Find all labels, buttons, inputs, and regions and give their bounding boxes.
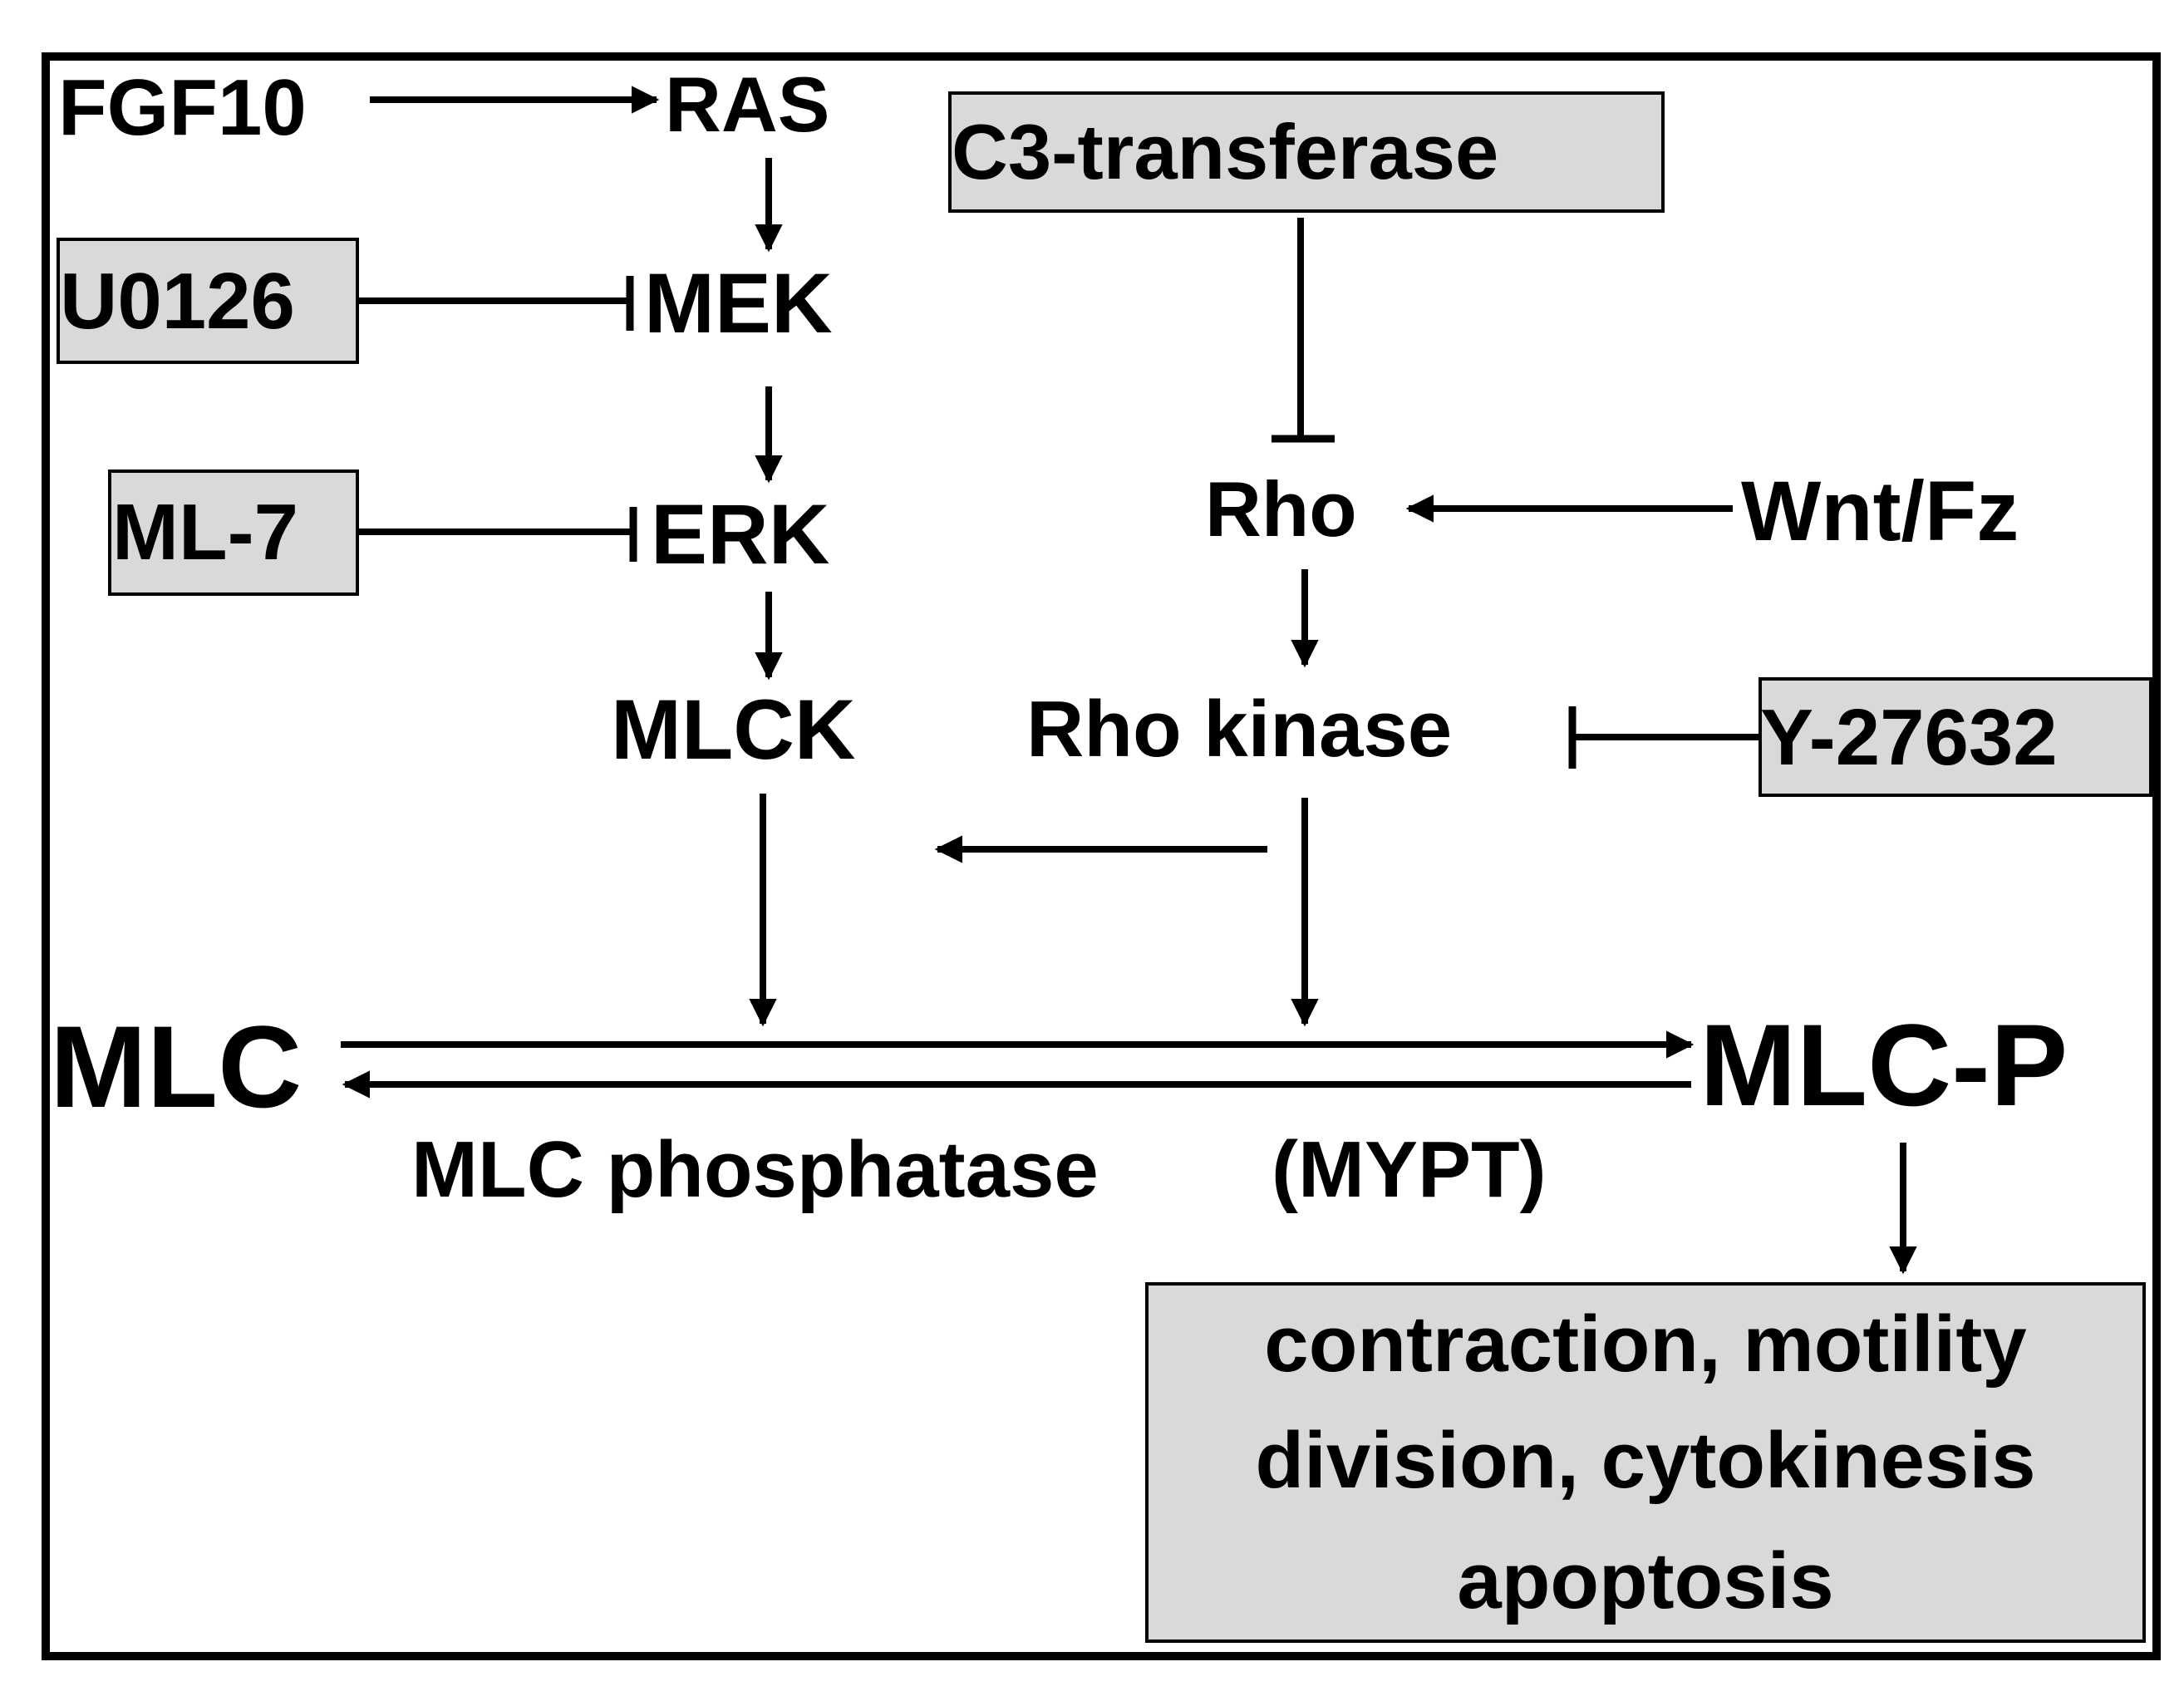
mek-label: MEK [644,256,833,351]
mlc-label: MLC [50,1001,302,1132]
u0126-box [57,238,359,364]
inhibition-c3-rho [1272,218,1335,443]
mlc-p-label: MLC-P [1699,1000,2068,1130]
outcome-line-3: apoptosis [1457,1536,1833,1625]
inhibition-ml7-erk [359,507,637,562]
outcome-line-1: contraction, motility [1264,1300,2026,1389]
outcome-line-2: division, cytokinesis [1256,1416,2036,1505]
mlc-phosphatase-label: MLC phosphatase [411,1125,1099,1214]
fgf10-label: FGF10 [58,63,307,152]
ras-label: RAS [665,61,829,148]
rho-kinase-label: Rho kinase [1026,685,1452,774]
ml7-box [108,469,359,596]
inhibition-y27632-rho-kinase [1568,706,1759,769]
y27632-label: Y-27632 [1760,693,2058,782]
rho-label: Rho [1205,465,1357,553]
ml7-label: ML-7 [112,488,298,577]
wnt-fz-label: Wnt/Fz [1741,464,2019,558]
c3-transferase-box [948,91,1665,213]
mlck-label: MLCK [611,682,856,777]
erk-label: ERK [651,487,829,582]
u0126-label: U0126 [60,257,295,346]
inhibition-u0126-mek [359,276,634,331]
outcome-box [1145,1282,2146,1643]
c3-transferase-label: C3-transferase [952,108,1498,195]
mypt-label: (MYPT) [1272,1125,1547,1214]
y27632-box [1759,677,2152,797]
